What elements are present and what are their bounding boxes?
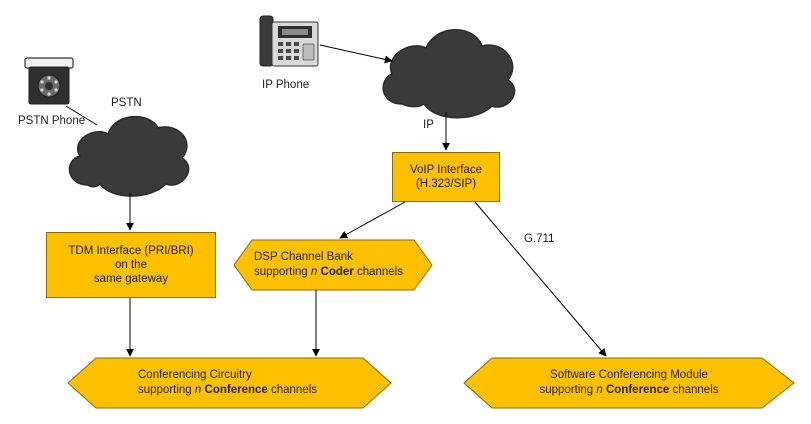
tdm-interface-line-3: same gateway	[93, 273, 169, 285]
dsp-bank-capacity: supporting n Coder channels	[254, 266, 403, 278]
dsp-bank-title: DSP Channel Bank	[254, 251, 353, 263]
tdm-interface-line-2: on the	[115, 259, 147, 271]
software-conferencing-capacity: supporting n Conference channels	[539, 384, 719, 396]
voip-interface-line-1: VoIP Interface	[409, 164, 483, 176]
conferencing-circuitry-node: Conferencing Circuitry supporting n Conf…	[138, 358, 317, 408]
software-conferencing-module-node: Software Conferencing Module supporting …	[464, 358, 794, 408]
tdm-interface-line-1: TDM Interface (PRI/BRI)	[68, 245, 194, 257]
ip-phone-icon	[259, 15, 319, 67]
conferencing-circuitry-capacity: supporting n Conference channels	[138, 384, 318, 396]
tdm-interface-node: TDM Interface (PRI/BRI) on the same gate…	[46, 232, 216, 298]
pstn-cloud-label: PSTN	[111, 97, 142, 109]
pstn-phone-icon	[24, 57, 74, 105]
conferencing-circuitry-shape	[67, 357, 392, 409]
edge-voip-interface-to-software-conferencing	[474, 201, 607, 357]
software-conferencing-title: Software Conferencing Module	[550, 369, 708, 381]
pstn-phone-label: PSTN Phone	[18, 115, 86, 127]
g711-edge-label: G.711	[524, 233, 555, 245]
edge-ip-phone-to-ip-cloud	[319, 44, 393, 64]
voip-interface-line-2: (H.323/SIP)	[415, 178, 477, 190]
software-conferencing-module-shape	[463, 357, 795, 409]
ip-phone-label: IP Phone	[262, 79, 310, 91]
voip-interface-node: VoIP Interface (H.323/SIP)	[392, 152, 500, 202]
pstn-cloud-icon	[68, 115, 190, 197]
conferencing-circuitry-title: Conferencing Circuitry	[138, 369, 252, 381]
ip-cloud-label: IP	[423, 119, 434, 131]
edge-voip-interface-to-dsp-bank	[339, 201, 406, 239]
dsp-channel-bank-node: DSP Channel Bank supporting n Coder chan…	[254, 240, 403, 290]
ip-cloud-icon	[382, 29, 516, 119]
edge-pstn-phone-to-pstn-cloud	[65, 105, 98, 126]
dsp-channel-bank-shape	[233, 239, 433, 291]
